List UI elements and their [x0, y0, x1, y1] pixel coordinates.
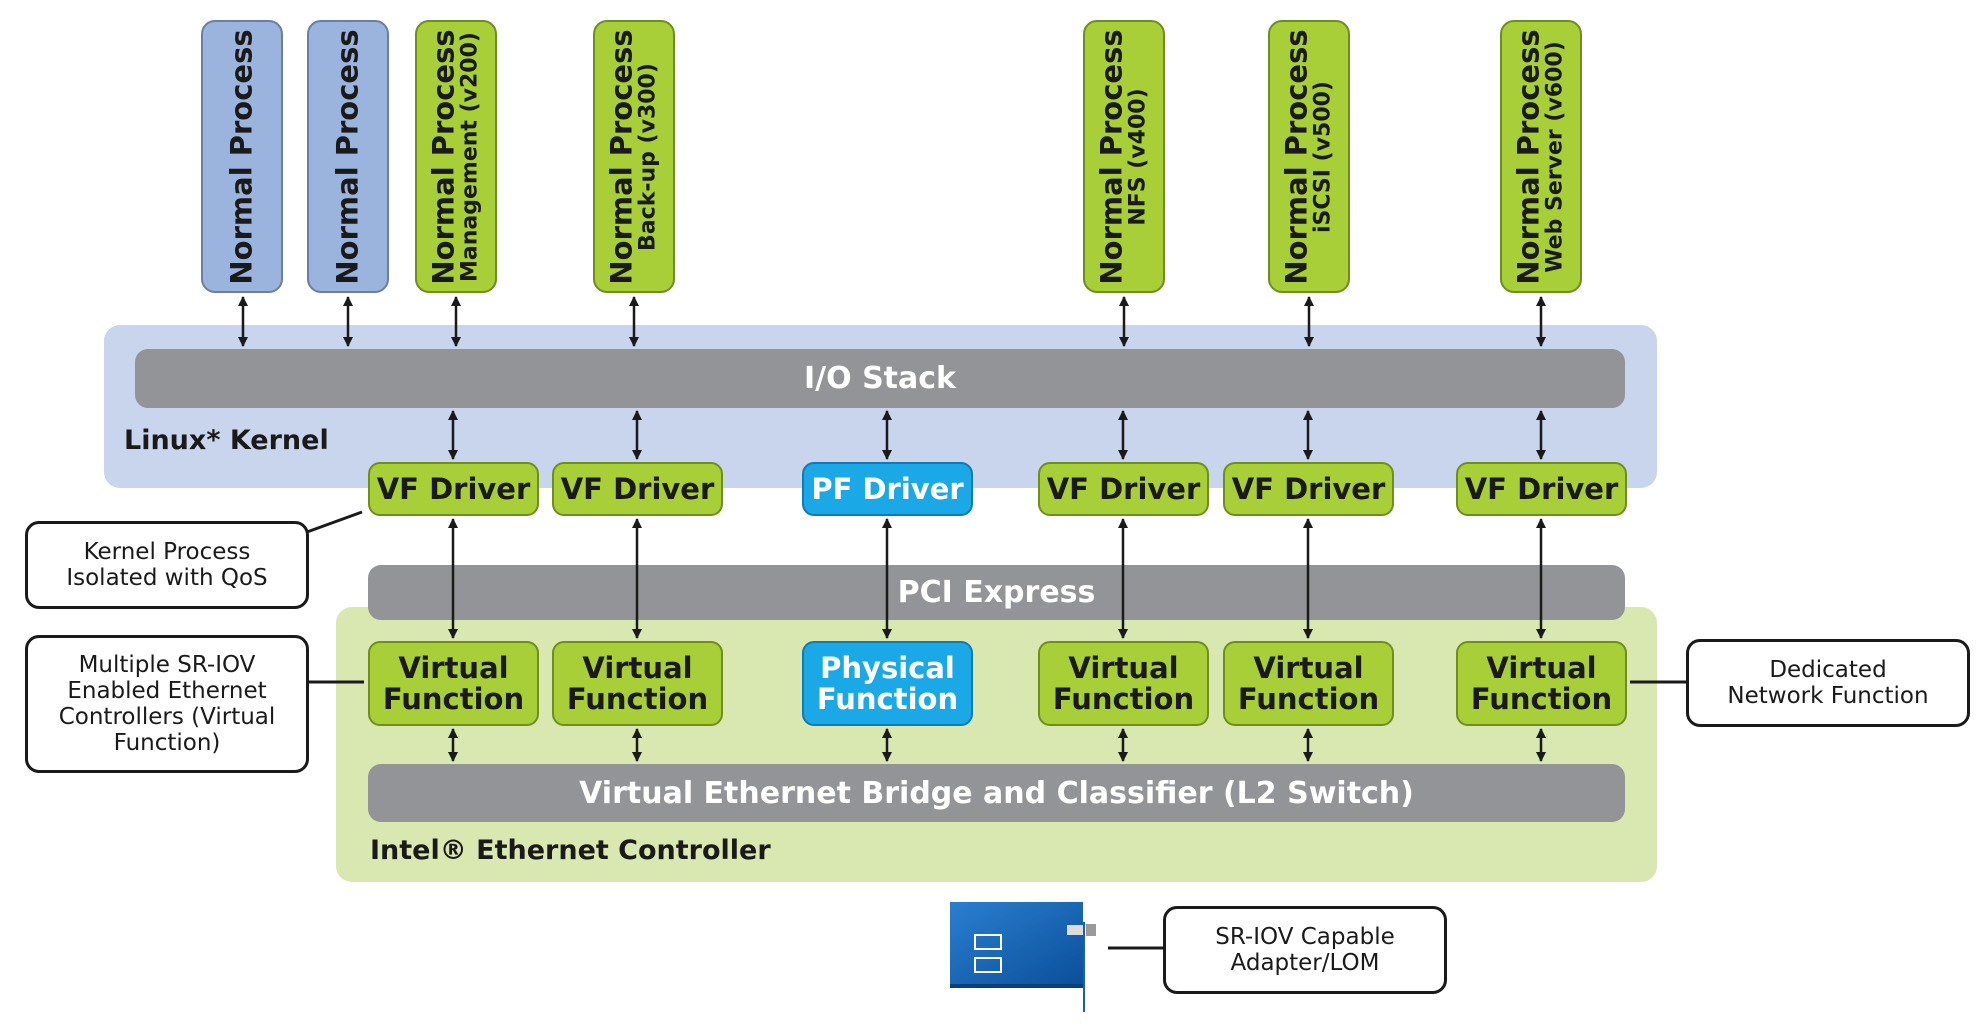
linux-kernel-label: Linux* Kernel [124, 425, 329, 456]
io-stack-bar: I/O Stack [135, 349, 1625, 408]
callout-dedicated-function: Dedicated Network Function [1686, 639, 1970, 727]
process-box-1: Normal Process [201, 20, 283, 293]
intel-ethernet-controller-label: Intel® Ethernet Controller [370, 835, 771, 866]
leader-kernel-process [306, 510, 363, 534]
network-adapter-card-icon [950, 902, 1096, 1012]
virtual-function-3: Virtual Function [1038, 641, 1209, 726]
virtual-function-1: Virtual Function [368, 641, 539, 726]
callout-kernel-process: Kernel Process Isolated with QoS [25, 521, 309, 609]
pci-express-bar: PCI Express [368, 565, 1625, 620]
process-box-2: Normal Process [307, 20, 389, 293]
vf-driver-4: VF Driver [1223, 462, 1394, 516]
physical-function: Physical Function [802, 641, 973, 726]
pf-driver: PF Driver [802, 462, 973, 516]
callout-adapter: SR-IOV Capable Adapter/LOM [1163, 906, 1447, 994]
virtual-function-5: Virtual Function [1456, 641, 1627, 726]
callout-multiple-sriov: Multiple SR-IOV Enabled Ethernet Control… [25, 635, 309, 773]
vf-driver-3: VF Driver [1038, 462, 1209, 516]
virtual-ethernet-bridge-bar: Virtual Ethernet Bridge and Classifier (… [368, 764, 1625, 822]
vf-driver-2: VF Driver [552, 462, 723, 516]
vf-driver-1: VF Driver [368, 462, 539, 516]
virtual-function-2: Virtual Function [552, 641, 723, 726]
virtual-function-4: Virtual Function [1223, 641, 1394, 726]
vf-driver-5: VF Driver [1456, 462, 1627, 516]
